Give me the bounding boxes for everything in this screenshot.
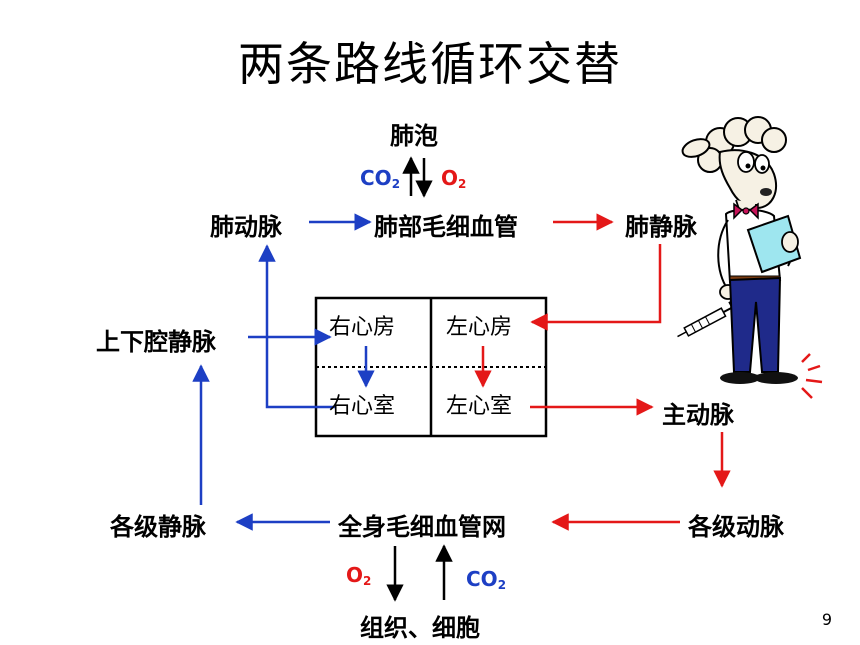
sheep-doctor-icon: [677, 116, 823, 399]
heart-left-ventricle: 左心室: [446, 394, 513, 419]
gas-bottom-co2: CO2: [466, 567, 507, 592]
gas-bottom-o2: O2: [346, 563, 372, 588]
arrow-pulmonary-vein-to-left-atrium: [530, 244, 662, 331]
node-tissue-cells: 组织、细胞: [360, 614, 480, 642]
heart-right-ventricle: 右心室: [329, 394, 396, 419]
heart-right-atrium: 右心房: [329, 315, 396, 340]
node-systemic-capillaries: 全身毛细血管网: [338, 513, 506, 541]
node-pulmonary-capillaries: 肺部毛细血管: [374, 213, 518, 241]
arrow-right-ventricle-to-pulmonary-artery: [258, 244, 336, 409]
node-systemic-arteries: 各级动脉: [688, 513, 784, 541]
node-alveoli: 肺泡: [390, 122, 438, 150]
node-systemic-veins: 各级静脉: [110, 513, 206, 541]
heart-left-atrium: 左心房: [446, 315, 513, 340]
page-number: 9: [821, 610, 832, 629]
page-title: 两条路线循环交替: [238, 37, 622, 91]
node-pulmonary-artery: 肺动脉: [210, 213, 282, 241]
node-aorta: 主动脉: [662, 401, 734, 429]
gas-top-co2: CO2: [360, 166, 401, 191]
node-pulmonary-vein: 肺静脉: [625, 213, 697, 241]
node-vena-cava: 上下腔静脉: [96, 328, 216, 356]
gas-top-o2: O2: [441, 166, 467, 191]
